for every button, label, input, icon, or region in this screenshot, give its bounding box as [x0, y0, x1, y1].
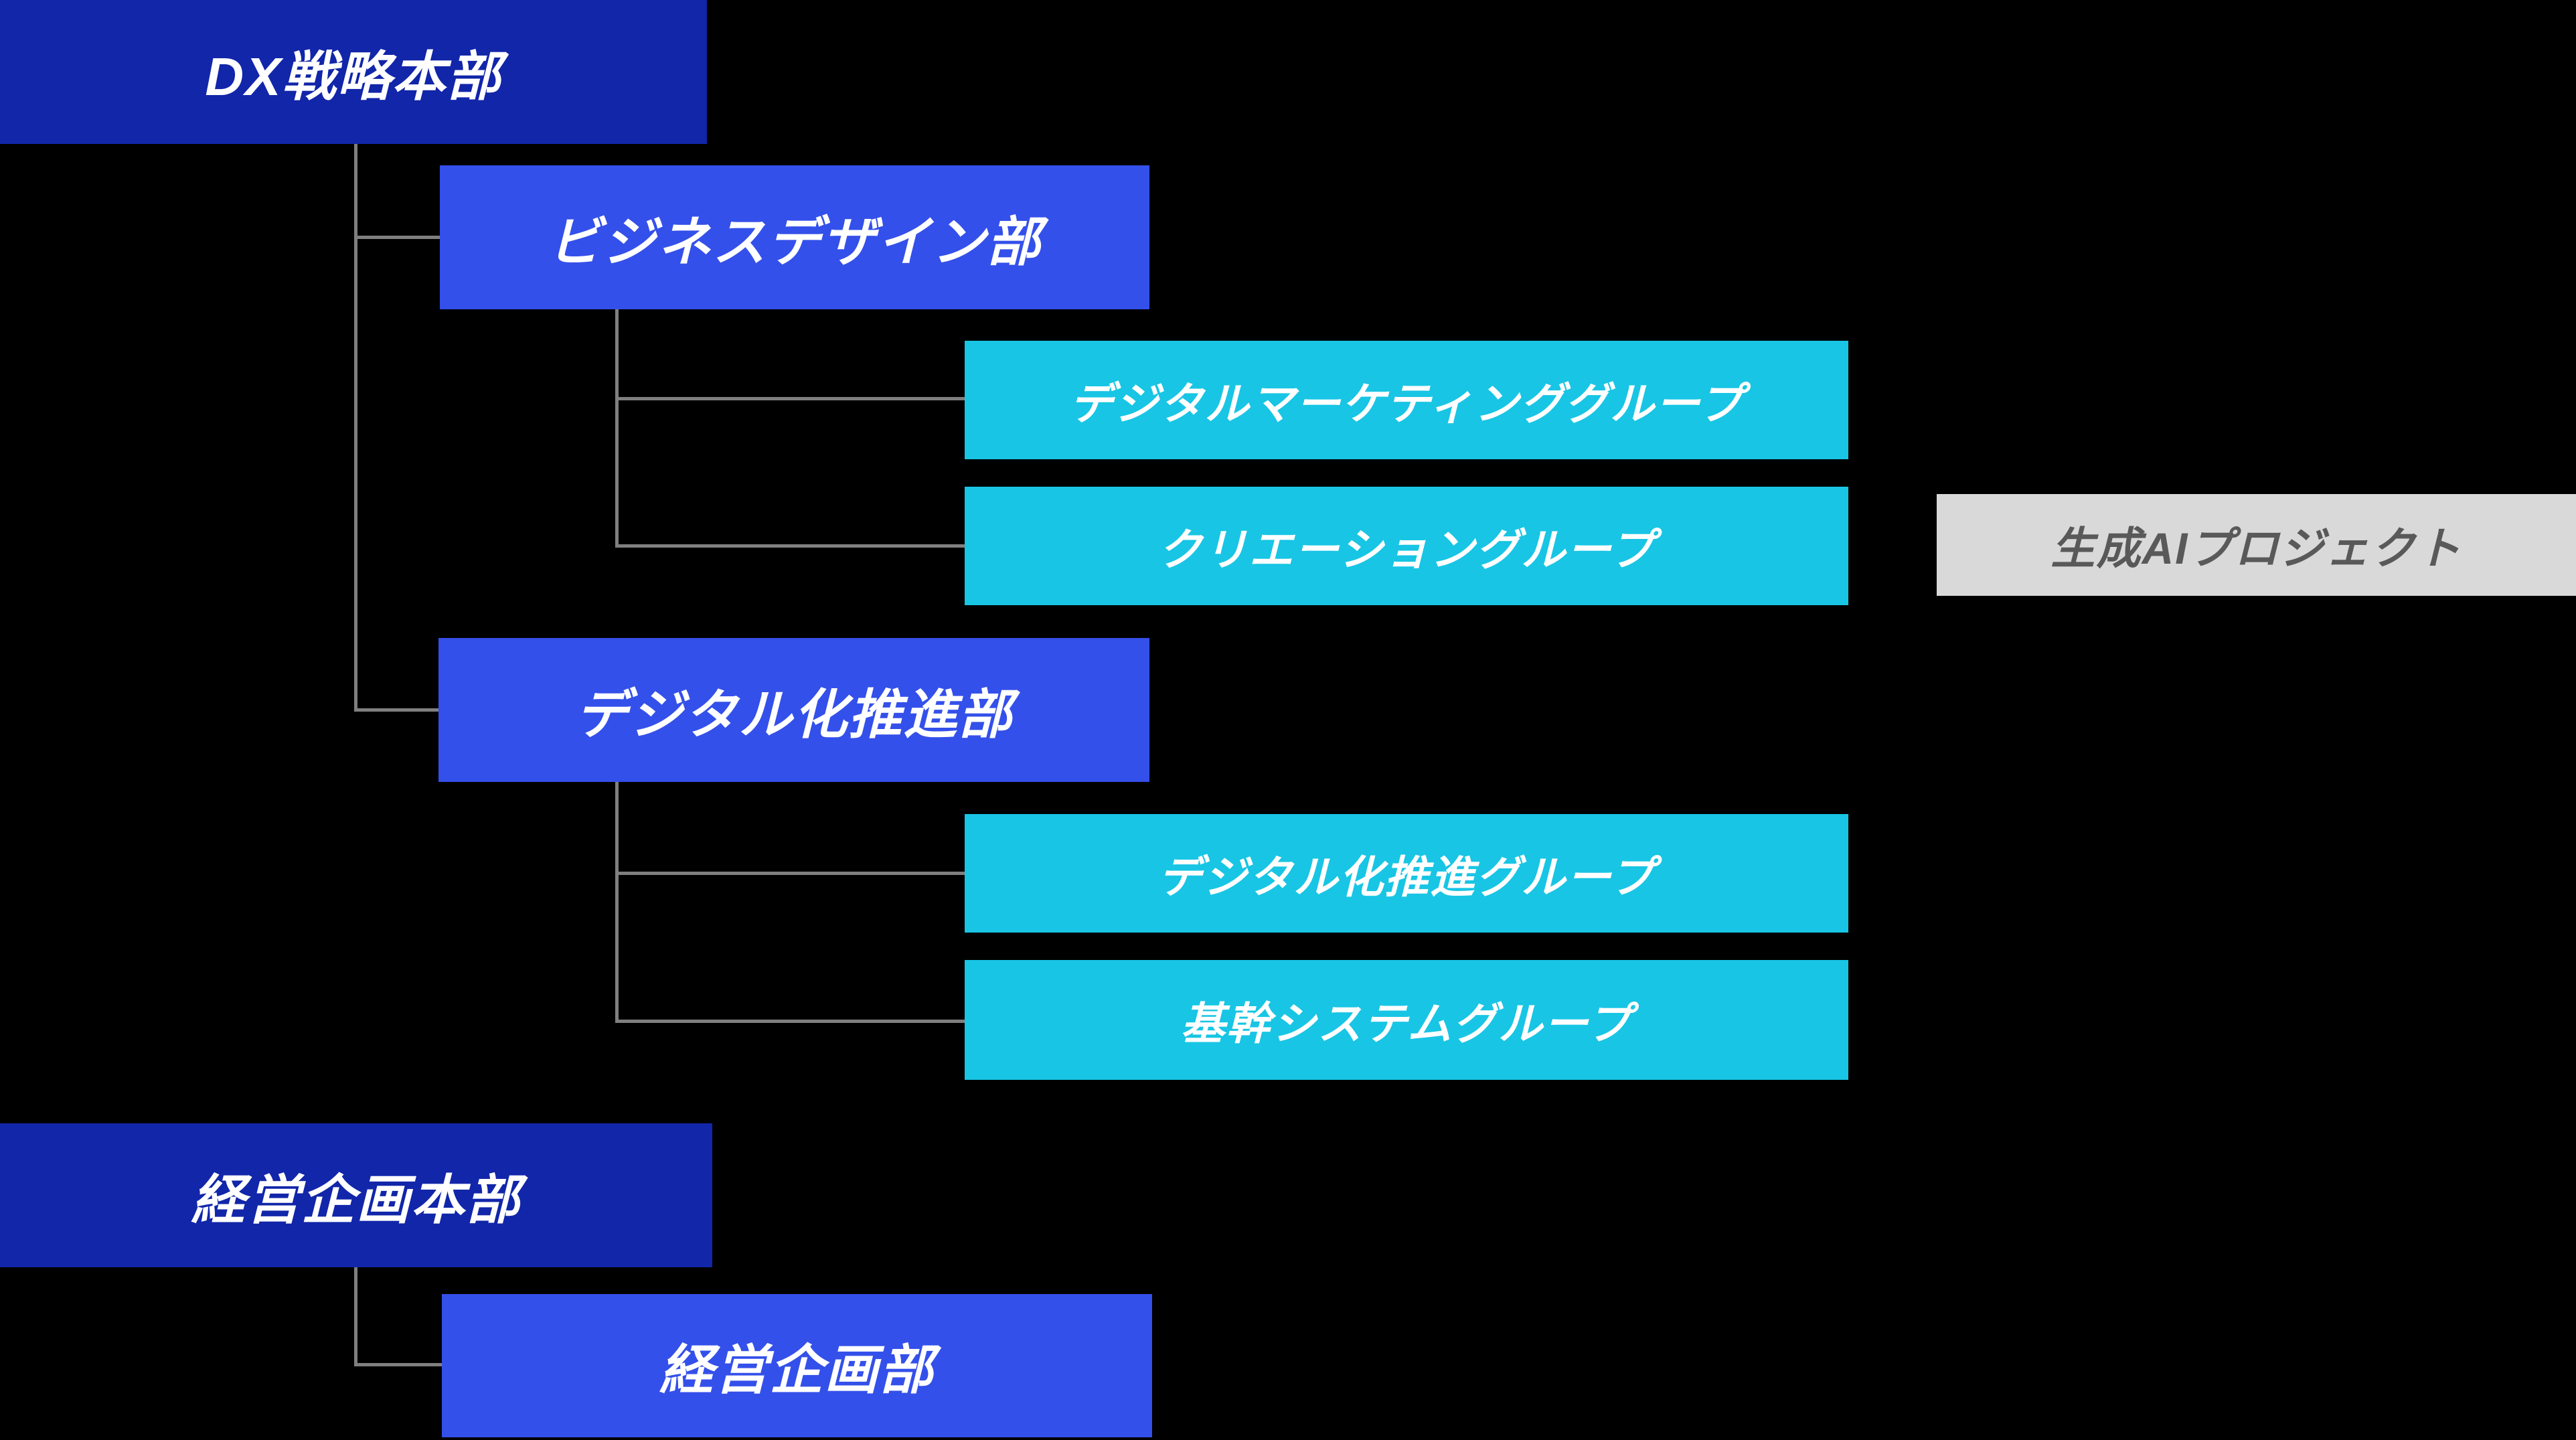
connector-line — [354, 1363, 442, 1366]
connector-line — [615, 872, 965, 875]
connector-line — [615, 397, 965, 400]
connector-line — [354, 144, 357, 712]
connector-line — [615, 309, 619, 548]
connector-line — [615, 1020, 965, 1023]
org-node-digitalization-group: デジタル化推進グループ — [965, 814, 1848, 933]
org-node-corporate-planning-dept: 経営企画部 — [442, 1294, 1152, 1437]
org-node-digitalization-dept: デジタル化推進部 — [438, 638, 1149, 782]
connector-line — [615, 782, 619, 1023]
org-node-core-system-group: 基幹システムグループ — [965, 960, 1848, 1080]
org-node-business-design-dept: ビジネスデザイン部 — [440, 165, 1149, 309]
org-node-digital-marketing-group: デジタルマーケティンググループ — [965, 341, 1848, 459]
connector-line — [615, 544, 965, 548]
connector-line — [354, 236, 440, 239]
org-node-corporate-planning-hq: 経営企画本部 — [0, 1123, 712, 1267]
org-node-dx-strategy-hq: DX戦略本部 — [0, 0, 707, 144]
connector-line — [354, 1267, 357, 1366]
connector-line — [354, 708, 438, 712]
org-note-gen-ai-project: 生成AIプロジェクト — [1937, 494, 2576, 596]
org-node-creation-group: クリエーショングループ — [965, 487, 1848, 605]
